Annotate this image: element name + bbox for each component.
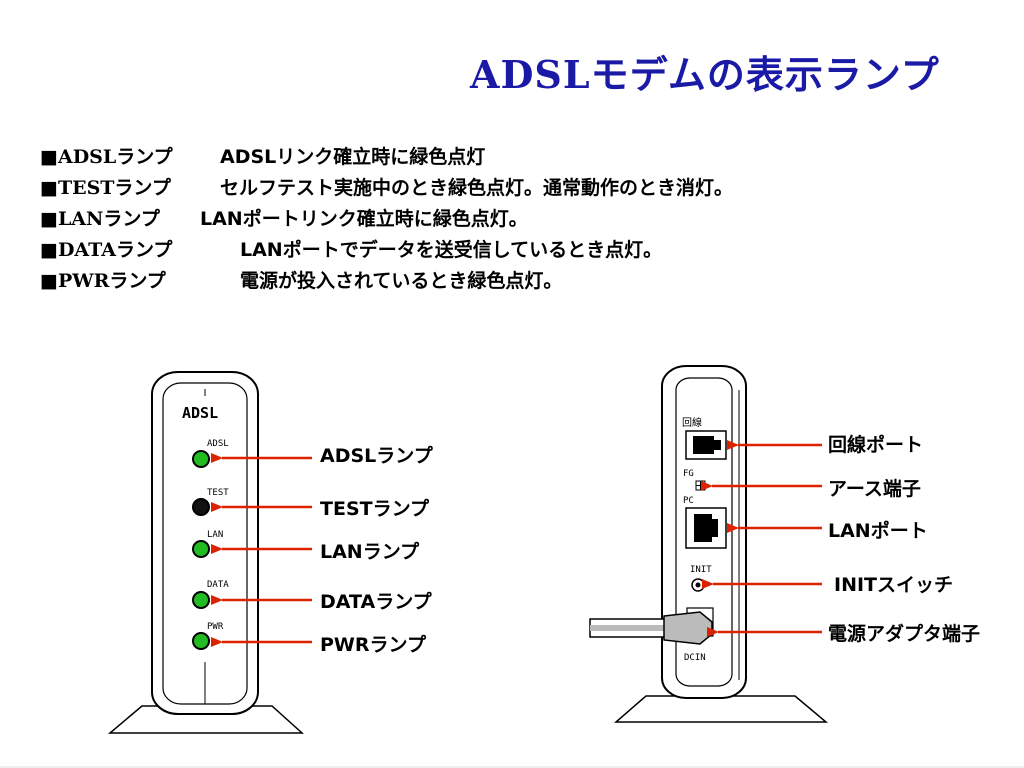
slide-title: ADSLモデムの表示ランプ [470, 52, 940, 97]
port-label-dcin: DCIN [684, 653, 706, 663]
front-modem: ADSL ADSL TEST LAN DATA PWR [107, 371, 304, 734]
lamp-label-lan: LAN [207, 530, 223, 540]
front-stand [107, 705, 304, 734]
port-label-pc: PC [683, 496, 694, 506]
front-callout-arrows [211, 453, 312, 647]
adsl-lamp [192, 450, 210, 468]
callout-test-lamp: TESTランプ [320, 498, 430, 520]
device-label: ADSL [182, 404, 218, 422]
list-item: ■LANランプ LANポートリンク確立時に緑色点灯。 [40, 202, 733, 233]
back-stand [613, 695, 829, 723]
callout-lan-port: LANポート [828, 520, 928, 542]
callout-lan-lamp: LANランプ [320, 541, 420, 563]
list-item: ■ADSLランプ ADSLリンク確立時に緑色点灯 [40, 140, 733, 171]
list-item-name: ■PWRランプ [40, 270, 166, 292]
list-item-name: ■TESTランプ [40, 177, 171, 199]
lan-lamp [192, 540, 210, 558]
footer-bar [0, 766, 1024, 768]
callout-pwr-lamp: PWRランプ [320, 634, 426, 656]
lamp-label-adsl: ADSL [207, 439, 229, 449]
list-item-desc: ADSLリンク確立時に緑色点灯 [220, 146, 486, 168]
list-item-desc: LANポートリンク確立時に緑色点灯。 [200, 208, 528, 230]
callout-dc-jack: 電源アダプタ端子 [828, 623, 981, 645]
list-item-name: ■ADSLランプ [40, 146, 173, 168]
lamp-label-test: TEST [207, 488, 229, 498]
lan-port-jack-icon [694, 514, 718, 542]
list-item: ■DATAランプ LANポートでデータを送受信しているとき点灯。 [40, 233, 733, 264]
data-lamp [192, 591, 210, 609]
list-item-desc: LANポートでデータを送受信しているとき点灯。 [240, 239, 663, 261]
port-label-init: INIT [690, 565, 712, 575]
line-port-jack-icon [693, 436, 721, 454]
back-modem: 回線 FG PC INIT DCIN [589, 365, 829, 723]
callout-data-lamp: DATAランプ [320, 591, 432, 613]
list-item-name: ■LANランプ [40, 208, 160, 230]
test-lamp [192, 498, 210, 516]
lamp-description-list: ■ADSLランプ ADSLリンク確立時に緑色点灯 ■TESTランプ セルフテスト… [40, 140, 733, 295]
list-item: ■PWRランプ 電源が投入されているとき緑色点灯。 [40, 264, 733, 295]
callout-ground-terminal: アース端子 [828, 478, 921, 500]
power-plug [663, 611, 713, 645]
port-label-fg: FG [683, 469, 694, 479]
callout-line-port: 回線ポート [828, 434, 924, 456]
list-item-desc: 電源が投入されているとき緑色点灯。 [240, 270, 563, 292]
lamp-label-data: DATA [207, 580, 229, 590]
list-item-name: ■DATAランプ [40, 239, 173, 261]
pwr-lamp [192, 632, 210, 650]
callout-adsl-lamp: ADSLランプ [320, 445, 433, 467]
list-item-desc: セルフテスト実施中のとき緑色点灯。通常動作のとき消灯。 [220, 177, 734, 199]
lamp-label-pwr: PWR [207, 622, 224, 632]
callout-init-switch: INITスイッチ [834, 574, 954, 596]
list-item: ■TESTランプ セルフテスト実施中のとき緑色点灯。通常動作のとき消灯。 [40, 171, 733, 202]
back-callout-arrows [701, 440, 822, 637]
port-label-line: 回線 [682, 416, 702, 429]
